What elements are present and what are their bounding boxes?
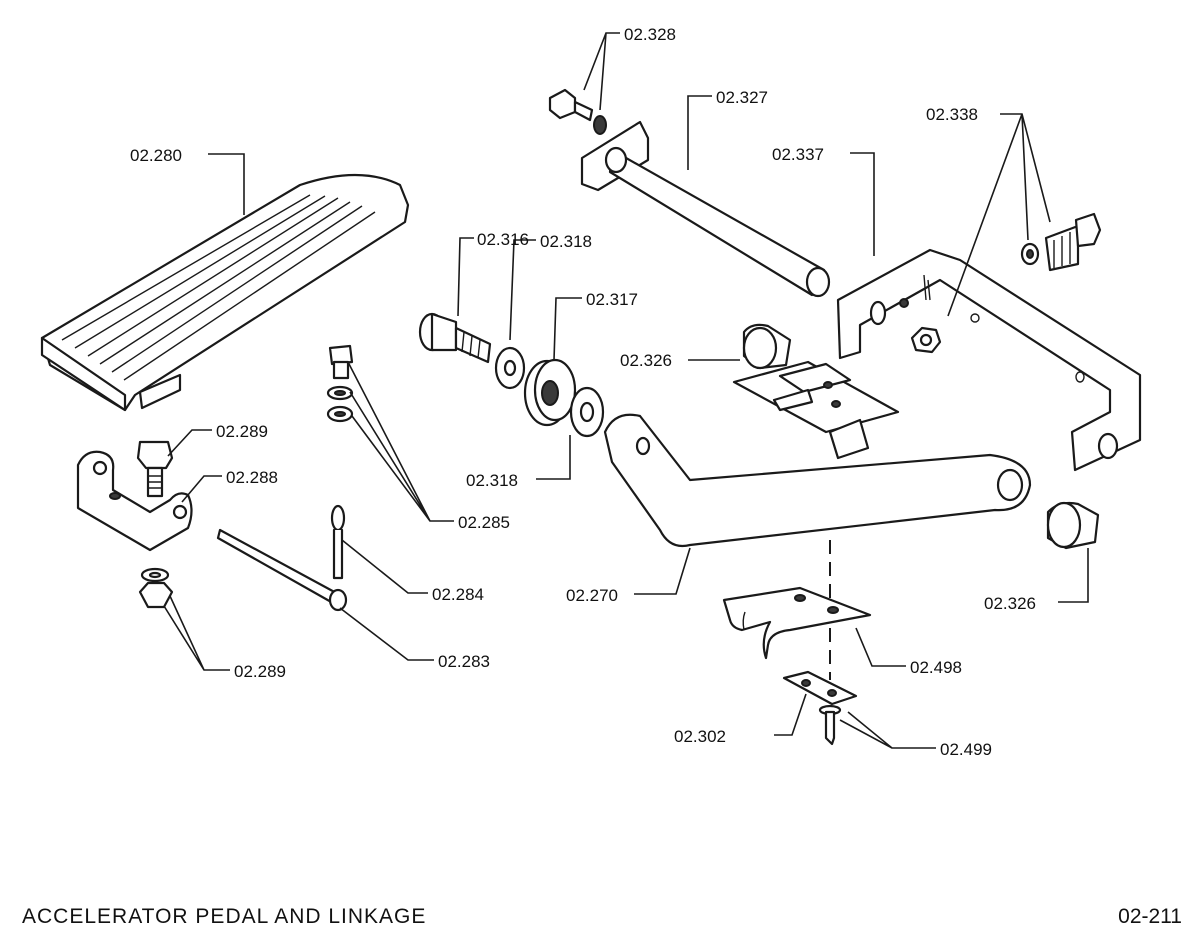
label-02-270: 02.270 [566, 586, 618, 605]
exploded-parts-diagram: 02.328 02.327 02.338 02.337 02.280 02.31… [40, 25, 1142, 759]
diagram-title: ACCELERATOR PEDAL AND LINKAGE [22, 905, 427, 928]
label-02-302: 02.302 [674, 727, 726, 746]
label-02-285: 02.285 [458, 513, 510, 532]
bracket-bolt-part [136, 440, 174, 498]
leader-lines [163, 32, 1089, 749]
label-02-288: 02.288 [226, 468, 278, 487]
label-02-328: 02.328 [624, 25, 676, 44]
pedal-hinge-bracket-part [76, 450, 193, 552]
label-02-318-bottom: 02.318 [466, 471, 518, 490]
pedal-arm-part [603, 360, 1032, 548]
label-02-327: 02.327 [716, 88, 768, 107]
part-labels: 02.328 02.327 02.338 02.337 02.280 02.31… [130, 25, 1036, 759]
pedal-shaft-part [580, 120, 831, 298]
flange-bolt-part [548, 88, 607, 135]
label-02-326-bottom: 02.326 [984, 594, 1036, 613]
washer-top-part [494, 346, 526, 390]
bearing-part [523, 358, 577, 427]
mounting-bracket-part [836, 248, 1142, 472]
label-02-284: 02.284 [432, 585, 484, 604]
label-02-280: 02.280 [130, 146, 182, 165]
label-02-289-bottom: 02.289 [234, 662, 286, 681]
pad-screw-part [818, 704, 842, 746]
cotter-pin-part [330, 504, 346, 580]
bolt-washer-stack-part [326, 344, 354, 423]
accelerator-pedal-part [40, 173, 410, 412]
label-02-317: 02.317 [586, 290, 638, 309]
label-02-316: 02.316 [477, 230, 529, 249]
label-02-338: 02.338 [926, 105, 978, 124]
shoulder-bolt-part [418, 312, 492, 364]
bushing-top-part [742, 323, 792, 370]
label-02-498: 02.498 [910, 658, 962, 677]
pivot-pin-part [216, 528, 348, 612]
label-02-337: 02.337 [772, 145, 824, 164]
page-number: 02-211 [1118, 905, 1182, 928]
washer-bottom-part [569, 386, 605, 438]
bracket-nut-washer-part [138, 567, 174, 609]
label-02-289-top: 02.289 [216, 422, 268, 441]
label-02-326-top: 02.326 [620, 351, 672, 370]
label-02-283: 02.283 [438, 652, 490, 671]
label-02-318-top: 02.318 [540, 232, 592, 251]
label-02-499: 02.499 [940, 740, 992, 759]
backing-plate-part [782, 670, 858, 706]
bushing-bottom-part [1046, 501, 1100, 550]
pedal-pad-clip-part [722, 586, 872, 660]
bracket-nut-bolt-set-part [910, 212, 1102, 354]
